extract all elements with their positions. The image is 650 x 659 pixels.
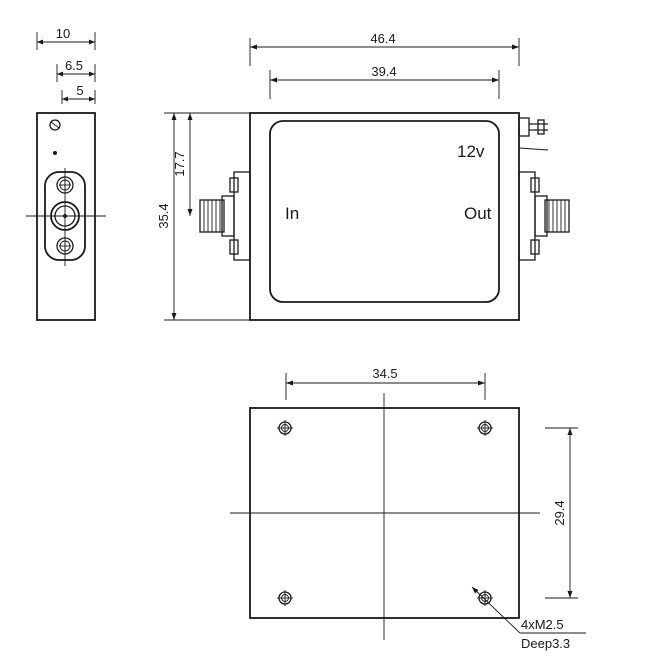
input-sma-connector-icon: [199, 171, 251, 261]
front-view: 46.4 39.4 35.4 17.7: [156, 31, 570, 321]
mounting-hole-top-left-icon: [277, 420, 293, 436]
dim-label-6-5: 6.5: [65, 58, 83, 73]
power-feedthrough-icon: [518, 117, 549, 151]
callout-thread-label: 4xM2.5: [521, 617, 564, 632]
side-indicator-dot: [53, 151, 57, 155]
callout-depth-label: Deep3.3: [521, 636, 570, 651]
side-body-outline: [36, 112, 96, 321]
dim-label-39-4: 39.4: [371, 64, 396, 79]
dim-label-10: 10: [56, 26, 70, 41]
mounting-hole-bottom-right-icon: [477, 590, 493, 606]
dim-label-46-4: 46.4: [370, 31, 395, 46]
output-label: Out: [464, 204, 492, 223]
side-screw-icon: [49, 119, 61, 131]
dim-label-35-4: 35.4: [156, 203, 171, 228]
side-view: 10 6.5 5: [26, 26, 106, 321]
input-label: In: [285, 204, 299, 223]
bottom-view: 34.5 29.4: [230, 366, 586, 651]
dim-label-29-4: 29.4: [552, 500, 567, 525]
output-sma-connector-icon: [518, 171, 570, 261]
supply-voltage-label: 12v: [457, 142, 485, 161]
dim-label-34-5: 34.5: [372, 366, 397, 381]
dim-label-17-7: 17.7: [172, 151, 187, 176]
callout-leader-line: [471, 586, 521, 634]
mounting-hole-bottom-left-icon: [277, 590, 293, 606]
mounting-hole-top-right-icon: [477, 420, 493, 436]
front-lid-outline: [269, 120, 500, 303]
dim-label-5: 5: [76, 83, 83, 98]
